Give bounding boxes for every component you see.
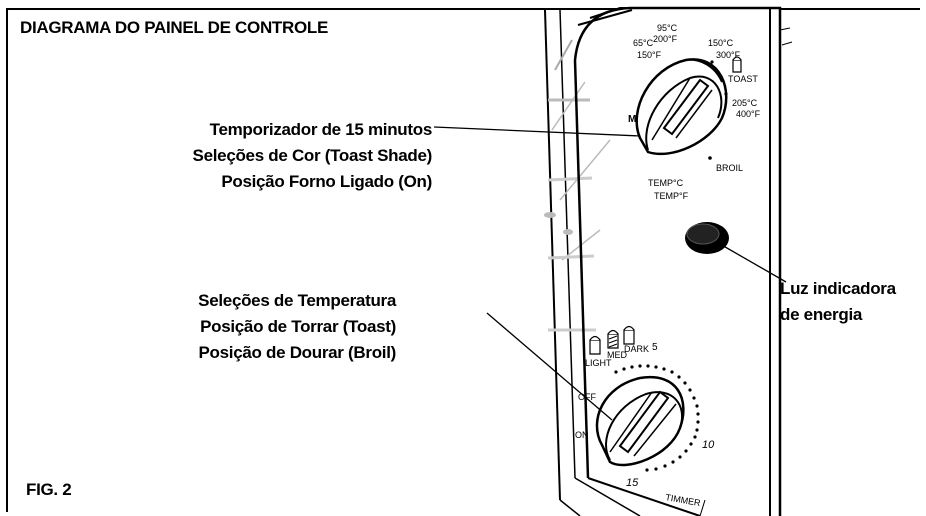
temp-unit-f: TEMP°F [654,191,689,201]
temp-mark-205c: 205°C [732,98,758,108]
callout-line: Seleções de Cor (Toast Shade) [192,146,433,165]
temp-unit-c: TEMP°C [648,178,684,188]
callout-line: de energia [780,305,863,324]
temp-mark-200f: 200°F [653,34,678,44]
callout-line: Temporizador de 15 minutos [209,120,433,139]
figure-frame [6,8,920,512]
power-light-callout: Luz indicadora de energia [780,276,896,328]
figure-label: FIG. 2 [26,480,72,499]
callout-leader-lines [433,126,787,421]
temp-mark-partial: M [628,114,636,125]
callout-line: Posição Forno Ligado (On) [221,172,432,191]
temp-mark-65c: 65°C [633,38,654,48]
timer-scale-dots [614,364,700,472]
temperature-dial-callout: Seleções de Temperatura Posição de Torra… [198,288,396,366]
oven-door-glass [544,9,641,516]
timer-mark-5: 5 [652,342,658,353]
temp-mark-toast: TOAST [728,74,758,84]
temp-mark-400f: 400°F [736,109,761,119]
temperature-dial: 95°C 200°F 65°C 150°F 150°C 300°F TOAST … [628,23,761,201]
timer-mark-med: MED [607,350,628,360]
callout-line: Posição de Dourar (Broil) [198,343,397,362]
power-indicator-light [685,222,729,254]
timer-mark-15: 15 [626,477,639,489]
callout-line: Posição de Torrar (Toast) [200,317,396,336]
timer-mark-dark: DARK [624,344,649,354]
callout-line: Luz indicadora [780,279,896,298]
dark-toast-icon [623,329,635,345]
timer-mark-10: 10 [702,439,715,451]
temp-mark-150f: 150°F [637,50,662,60]
temp-mark-300f: 300°F [716,50,741,60]
callout-line: Seleções de Temperatura [198,291,396,310]
temp-mark-150c: 150°C [708,38,734,48]
diagram-title: DIAGRAMA DO PAINEL DE CONTROLE [20,18,329,37]
timer-mark-on: ON [575,430,589,440]
temp-mark-broil: BROIL [716,163,743,173]
temp-mark-95c: 95°C [657,23,678,33]
timer-mark-light: LIGHT [585,358,612,368]
timer-dial-callout: Temporizador de 15 minutos Seleções de C… [192,117,433,195]
timer-mark-off: OFF [578,392,596,402]
light-toast-icon [589,339,601,355]
